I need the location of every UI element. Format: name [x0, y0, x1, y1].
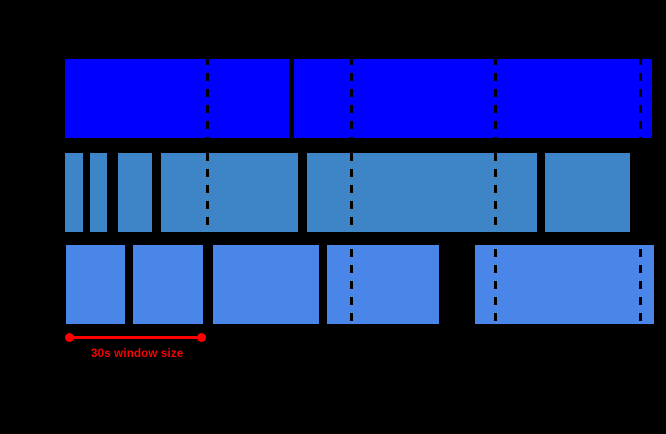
stream-row-2-segment [307, 153, 537, 232]
stream-row-2-segment [118, 153, 152, 232]
stream-row-1-segment [294, 59, 652, 138]
measure-endpoint-left-dot [65, 333, 74, 342]
stream-row-3-segment [327, 245, 439, 324]
measure-label: 30s window size [91, 348, 184, 360]
stream-row-3-segment [213, 245, 319, 324]
stream-row-2-segment [161, 153, 298, 232]
stream-row-3-segment [66, 245, 125, 324]
measure-endpoint-right-dot [197, 333, 206, 342]
measure-line [68, 336, 203, 339]
window-boundary-dashed-line [494, 57, 497, 328]
stream-row-2-segment [545, 153, 630, 232]
window-boundary-dashed-line [206, 57, 209, 328]
stream-row-1-segment [65, 59, 289, 138]
stream-row-2-segment [65, 153, 83, 232]
stream-row-3-segment [475, 245, 654, 324]
stream-row-3-segment [133, 245, 203, 324]
window-boundary-dashed-line [350, 57, 353, 328]
window-boundary-dashed-line [639, 57, 642, 328]
stream-row-2-segment [90, 153, 107, 232]
